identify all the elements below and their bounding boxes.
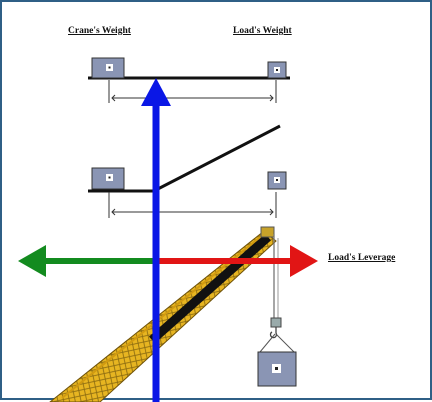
sling [259,333,276,353]
arrow-right-icon [157,245,318,277]
arrow-left-icon [18,245,157,277]
boom-tip [260,226,275,238]
hook-icon [269,317,282,339]
weight-box-icon [91,167,125,190]
distance-dimension [108,80,277,103]
load-leverage-label: Load's Leverage [328,253,396,263]
sling [275,333,295,353]
weight-box-icon [91,57,125,79]
weight-box-icon [267,171,287,190]
balanced-beam-group [88,57,290,103]
load-weight-label: Load's Weight [233,26,292,36]
hanging-load [257,234,297,387]
arrow-up-icon [141,78,171,402]
boom-upper-section [149,233,271,344]
distance-dimension [108,192,277,218]
tipping-beam-group [88,124,287,218]
crane-boom [49,226,277,402]
weight-box-icon [267,61,287,79]
crane-weight-label: Crane's Weight [68,26,131,36]
weight-box-icon [257,351,297,387]
